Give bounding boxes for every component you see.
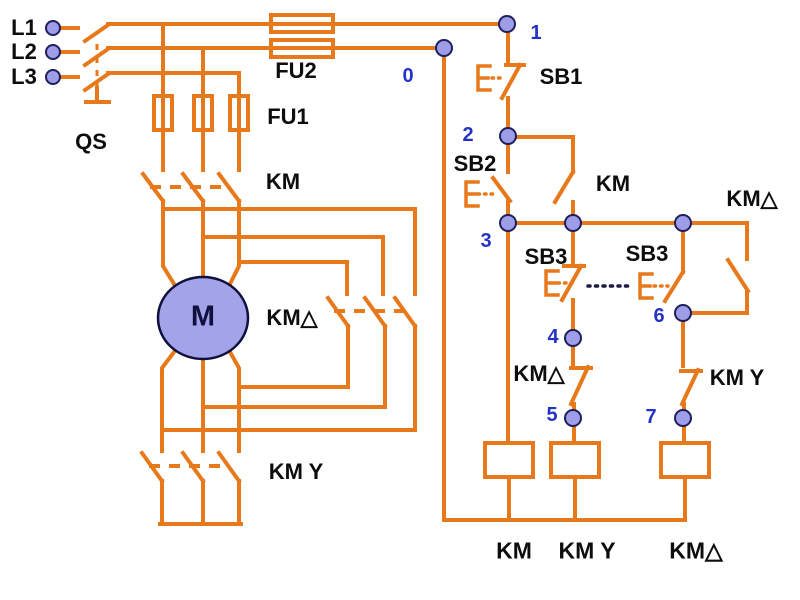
terminal-l2: [45, 44, 61, 60]
coil-km-star: [549, 441, 601, 479]
label-coil-km-delta: KM△: [669, 537, 723, 564]
label-km-star-power: KM Y: [268, 459, 324, 484]
label-km-delta-interlock: KM△: [513, 361, 565, 386]
fuse-and-coil-symbols: [152, 13, 711, 479]
pushbutton-actuators: [464, 64, 654, 300]
node-0: [435, 39, 453, 57]
label-sb1: SB1: [539, 64, 583, 89]
label-coil-km-star: KM Y: [558, 537, 616, 564]
coil-km-delta: [659, 441, 711, 479]
junction-nodes: [435, 15, 692, 427]
sb1-actuator-icon: [476, 64, 492, 92]
label-motor-m: M: [190, 300, 216, 333]
label-phase-l3: L3: [11, 64, 37, 89]
label-km-delta-power: KM△: [266, 305, 318, 330]
fuse-fu1-1: [152, 94, 174, 132]
sb3-no-actuator-icon: [638, 272, 654, 300]
label-sb2: SB2: [453, 151, 497, 176]
terminal-l1: [45, 20, 61, 36]
sb2-actuator-icon: [464, 180, 480, 208]
label-fuse-fu2: FU2: [275, 58, 317, 83]
node-3b: [564, 214, 582, 232]
node-number-4: 4: [547, 326, 559, 348]
label-km-power: KM: [265, 169, 301, 194]
label-sb3-no: SB3: [625, 241, 669, 266]
node-number-1: 1: [530, 22, 542, 44]
label-km-delta-aux: KM△: [726, 186, 778, 211]
label-km-star-interlock: KM Y: [709, 365, 765, 390]
node-number-0: 0: [402, 65, 414, 87]
fuse-fu1-3: [228, 94, 250, 132]
label-fuse-fu1: FU1: [267, 104, 309, 129]
node-4: [564, 329, 582, 347]
node-number-7: 7: [645, 406, 657, 428]
sb3-nc-actuator-icon: [544, 269, 560, 297]
label-phase-l2: L2: [11, 39, 37, 64]
node-3c: [674, 214, 692, 232]
label-sb3-nc: SB3: [524, 244, 568, 269]
terminal-l3: [45, 69, 61, 85]
node-number-5: 5: [546, 404, 558, 426]
node-2: [499, 127, 517, 145]
node-3a: [499, 214, 517, 232]
node-number-6: 6: [653, 305, 665, 327]
fuse-fu2-2: [269, 38, 335, 59]
node-7: [674, 409, 692, 427]
node-1: [498, 15, 516, 33]
node-6: [674, 304, 692, 322]
phase-terminals: [45, 20, 61, 85]
fuse-fu2-1: [269, 13, 335, 34]
label-coil-km: KM: [496, 537, 532, 564]
label-km-seal-in: KM: [595, 171, 631, 196]
node-number-2: 2: [462, 124, 474, 146]
fuse-fu1-2: [192, 94, 214, 132]
contactor-link-dashes: [95, 44, 408, 468]
label-phase-l1: L1: [11, 15, 37, 40]
motor-symbol: [156, 275, 250, 361]
node-5: [564, 409, 582, 427]
coil-km: [483, 441, 535, 479]
node-number-3: 3: [480, 230, 492, 252]
label-disconnect-qs: QS: [75, 129, 107, 154]
actuator-dotted-links: [476, 76, 670, 288]
